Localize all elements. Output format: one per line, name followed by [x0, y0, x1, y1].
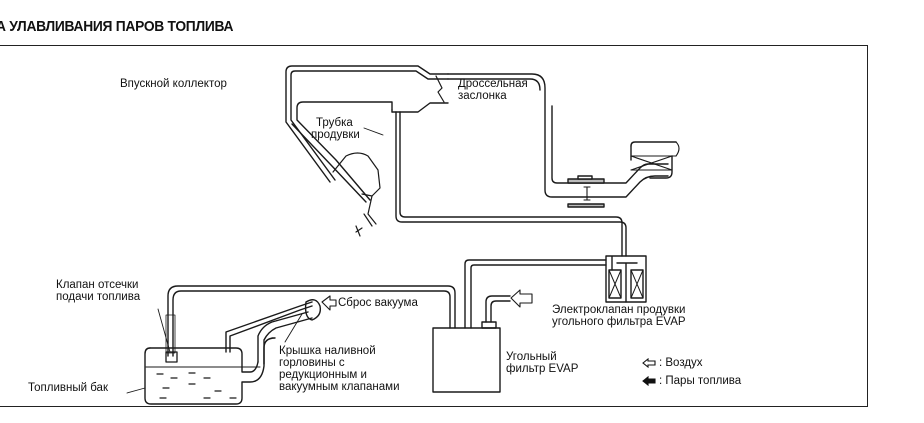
engine-port-sketch [332, 152, 381, 237]
legend-label-air: : Воздух [659, 357, 703, 369]
throttle-valve [435, 75, 445, 103]
throttle-port [567, 175, 605, 208]
solid-arrow-left-icon [642, 376, 656, 386]
legend-item-air: : Воздух [642, 357, 703, 369]
diagram-frame [0, 45, 868, 407]
canister-to-solenoid-pipe [464, 259, 607, 329]
diagram-title: А УЛАВЛИВАНИЯ ПАРОВ ТОПЛИВА [0, 18, 234, 35]
legend-item-fuel-vapor: : Пары топлива [642, 375, 741, 387]
label-filler-cap-line3: редукционным и [279, 369, 367, 381]
air-cleaner [630, 141, 680, 179]
label-intake-manifold: Впускной коллектор [120, 78, 227, 90]
label-vacuum-relief: Сброс вакуума [338, 297, 418, 309]
label-fuel-tank: Топливный бак [28, 382, 108, 394]
label-purge-solenoid-line2: угольного фильтра EVAP [552, 316, 686, 328]
intake-manifold [285, 65, 669, 257]
label-rollover-valve-line2: подачи топлива [56, 291, 141, 303]
air-inlet-arrow-icon [510, 289, 533, 308]
label-throttle-line2: заслонка [458, 90, 507, 102]
label-purge-tube-line2: продувки [311, 129, 360, 141]
canister-air-inlet [485, 295, 511, 323]
vacuum-relief-arrow-icon [321, 295, 337, 311]
tank-vapor-pipe [165, 285, 456, 357]
fuel-tank [144, 337, 276, 405]
evap-canister [432, 321, 501, 393]
label-purge-solenoid-line1: Электроклапан продувки [552, 304, 686, 316]
leader-lines [126, 127, 384, 394]
label-filler-cap-line1: Крышка наливной [279, 345, 376, 357]
label-filler-cap-line2: горловины с [279, 357, 345, 369]
label-rollover-valve-line1: Клапан отсечки [56, 279, 139, 291]
hollow-arrow-left-icon [642, 358, 656, 368]
label-purge-tube-line1: Трубка [316, 117, 353, 129]
filler-neck [225, 299, 322, 365]
legend-label-fuel-vapor: : Пары топлива [659, 375, 742, 387]
label-filler-cap-line4: вакуумным клапанами [279, 381, 400, 393]
label-canister-line1: Угольный [506, 351, 557, 363]
purge-solenoid-valve [605, 255, 647, 303]
label-canister-line2: фильтр EVAP [506, 363, 579, 375]
label-throttle-line1: Дроссельная [458, 78, 528, 90]
